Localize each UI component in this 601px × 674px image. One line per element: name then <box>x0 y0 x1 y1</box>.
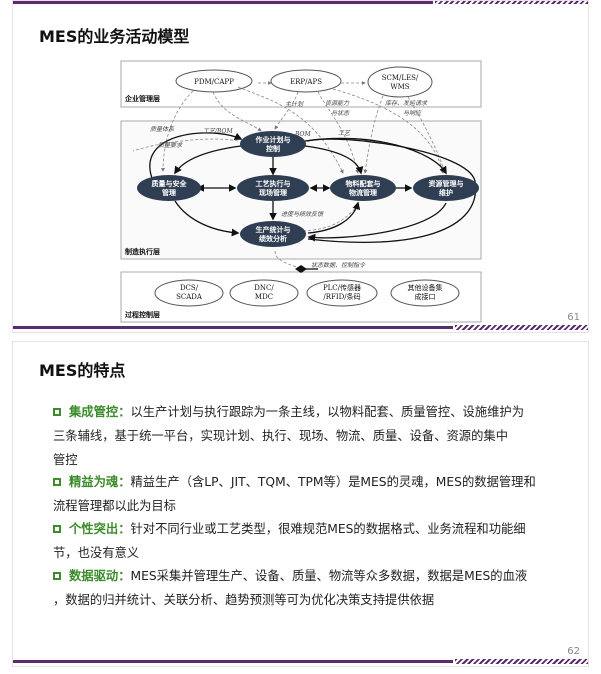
flow-label-tech: 工艺 <box>338 129 351 137</box>
svg-text:资源管理与: 资源管理与 <box>429 179 464 188</box>
bullet-text-line: 节，也没有意义 <box>53 546 140 560</box>
bullet-text-line: 三条辅线，基于统一平台，实现计划、执行、现场、物流、质量、设备、资源的集中 <box>53 429 508 443</box>
flow-label-quality-req: 质量要求 <box>158 141 183 149</box>
svg-text:成接口: 成接口 <box>415 292 436 301</box>
wms-label: WMS <box>390 83 409 91</box>
execution-layer-label: 制造执行层 <box>125 247 160 256</box>
node-stats: 生产统计与 绩效分析 <box>240 221 306 247</box>
svg-text:PLC/传感器: PLC/传感器 <box>323 283 361 292</box>
flow-label-resource-cap2: 与状态 <box>331 109 350 117</box>
svg-text:生产统计与: 生产统计与 <box>256 225 291 234</box>
svg-text:DCS/: DCS/ <box>180 284 199 292</box>
svg-text:作业计划与: 作业计划与 <box>256 135 291 144</box>
flow-label-resource-cap1: 资源能力 <box>325 99 350 107</box>
svg-text:MDC: MDC <box>255 293 273 301</box>
process-layer-label: 过程控制层 <box>125 310 160 319</box>
mes-activity-diagram: 企业管理层 制造执行层 过程控制层 PDM/CAPP ERP/APS SCM/L… <box>120 60 482 323</box>
svg-text:/RFID/条码: /RFID/条码 <box>323 292 360 301</box>
erp-aps-label: ERP/APS <box>290 78 322 86</box>
slide-2-title: MES的特点 <box>39 361 126 380</box>
svg-text:物料配套与: 物料配套与 <box>346 179 381 188</box>
svg-text:质量与安全: 质量与安全 <box>152 179 188 188</box>
bullet-square-icon <box>53 572 61 580</box>
scm-les-wms-system <box>367 66 433 98</box>
slide-2-page-number: 62 <box>567 646 580 657</box>
node-process-exec: 工艺执行与 现场管理 <box>237 175 309 201</box>
svg-text:物流管理: 物流管理 <box>349 188 377 197</box>
node-resource: 资源管理与 维护 <box>413 175 479 201</box>
flow-label-master-plan: 主计划 <box>285 100 304 108</box>
svg-text:工艺执行与: 工艺执行与 <box>256 179 291 188</box>
slide-1-bottom-bar <box>13 325 588 330</box>
bullet-keyword: 集成管控： <box>69 405 131 419</box>
system-dnc-mdc: DNC/ MDC <box>229 279 299 307</box>
flow-label-tech-bom: 工艺/BOM <box>203 127 233 135</box>
flow-label-quality-system: 质量体系 <box>150 125 175 133</box>
node-plan: 作业计划与 控制 <box>240 131 306 157</box>
bullet-keyword: 数据驱动： <box>69 569 131 583</box>
slide-1: MES的业务活动模型 企业管理层 制造执行层 过程控制层 PDM/CAPP ER… <box>12 0 589 333</box>
pdm-capp-label: PDM/CAPP <box>194 78 234 86</box>
svg-text:管理: 管理 <box>162 188 176 197</box>
enterprise-layer-label: 企业管理层 <box>124 94 160 103</box>
bullet-data-driven: 数据驱动：MES采集并管理生产、设备、质量、物流等众多数据，数据是MES的血液 … <box>53 564 573 612</box>
svg-text:其他设备集: 其他设备集 <box>408 283 443 292</box>
bullet-personalized: 个性突出：针对不同行业或工艺类型，很难规范MES的数据格式、业务流程和功能细 节… <box>53 517 573 565</box>
svg-text:绩效分析: 绩效分析 <box>259 234 287 243</box>
bullet-square-icon <box>53 408 61 416</box>
svg-text:控制: 控制 <box>266 144 280 153</box>
svg-text:SCADA: SCADA <box>176 293 203 301</box>
bullet-text-line: MES采集并管理生产、设备、质量、物流等众多数据，数据是MES的血液 <box>130 569 528 583</box>
slide-2-bottom-bar <box>13 659 588 664</box>
node-quality: 质量与安全 管理 <box>137 175 201 201</box>
bullet-text-line: 精益生产（含LP、JIT、TQM、TPM等）是MES的灵魂，MES的数据管理和 <box>130 475 536 489</box>
bullet-lean-soul: 精益为魂：精益生产（含LP、JIT、TQM、TPM等）是MES的灵魂，MES的数… <box>53 470 573 518</box>
system-plc-rfid: PLC/传感器 /RFID/条码 <box>306 279 378 307</box>
flow-label-status-cmd: 状态数据、控制指令 <box>311 261 366 269</box>
bullet-integrated-control: 集成管控：以生产计划与执行跟踪为一条主线，以物料配套、质量管控、设施维护为 三条… <box>53 400 573 472</box>
bullet-text-line: ，数据的归并统计、关联分析、趋势预测等可为优化决策支持提供依据 <box>53 593 435 607</box>
bullet-text-line: 管控 <box>53 453 78 467</box>
bullet-square-icon <box>53 525 61 533</box>
flow-label-progress: 进度与绩效反馈 <box>281 210 324 218</box>
bullet-square-icon <box>53 478 61 486</box>
scm-les-label: SCM/LES/ <box>382 74 419 82</box>
bullet-keyword: 个性突出： <box>69 522 131 536</box>
flow-label-inventory2: 与响应 <box>403 109 422 117</box>
slide-1-title: MES的业务活动模型 <box>39 27 190 46</box>
svg-text:现场管理: 现场管理 <box>259 188 287 197</box>
bullet-text-line: 针对不同行业或工艺类型，很难规范MES的数据格式、业务流程和功能细 <box>130 522 526 536</box>
svg-text:DNC/: DNC/ <box>254 284 274 292</box>
node-material: 物料配套与 物流管理 <box>330 175 396 201</box>
bullet-text-line: 流程管理都以此为目标 <box>53 499 176 513</box>
pdm-capp-system <box>175 69 253 93</box>
system-other-interface: 其他设备集 成接口 <box>390 279 460 307</box>
system-dcs-scada: DCS/ SCADA <box>154 279 224 307</box>
slide-1-top-bar <box>13 1 588 5</box>
svg-text:维护: 维护 <box>439 188 453 197</box>
slide-1-page-number: 61 <box>567 312 580 323</box>
flow-label-bom: BOM <box>294 131 311 138</box>
slide-2: MES的特点 集成管控：以生产计划与执行跟踪为一条主线，以物料配套、质量管控、设… <box>12 341 589 667</box>
bullet-text-line: 以生产计划与执行跟踪为一条主线，以物料配套、质量管控、设施维护为 <box>130 405 525 419</box>
flow-label-inventory1: 库存、发运请求 <box>385 99 428 107</box>
bullet-keyword: 精益为魂： <box>69 475 131 489</box>
